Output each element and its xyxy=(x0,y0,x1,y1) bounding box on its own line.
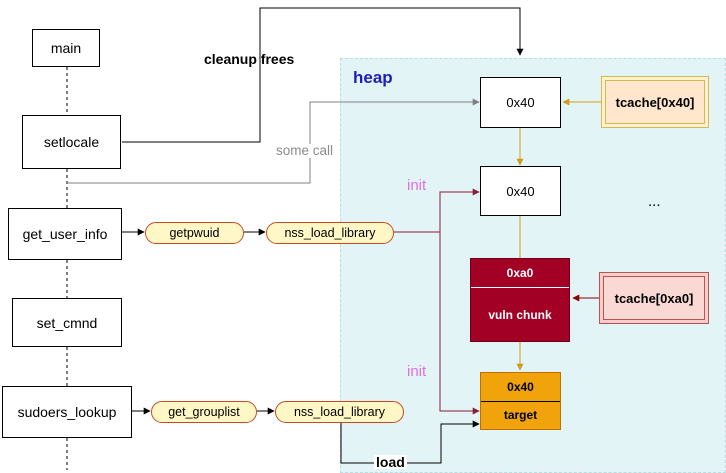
tcache-0x40-label: tcache[0x40] xyxy=(615,94,695,110)
init-edge-to-chunk-b xyxy=(394,188,480,233)
vuln-chunk-size: 0xa0 xyxy=(471,259,569,288)
target-chunk-size: 0x40 xyxy=(481,373,560,402)
heap-chunk-b-size: 0x40 xyxy=(506,183,535,199)
sudoers-lookup-function-box: sudoers_lookup xyxy=(2,386,132,438)
nss-load-library-call-2: nss_load_library xyxy=(275,401,404,423)
nss-load-library-call-1: nss_load_library xyxy=(266,222,394,244)
vuln-chunk: 0xa0 vuln chunk xyxy=(470,258,570,342)
more-tcache-ellipsis: ... xyxy=(648,193,661,210)
tcache-0x40-bin: tcache[0x40] xyxy=(601,76,709,128)
load-edge xyxy=(340,420,480,464)
getpwuid-label: getpwuid xyxy=(169,226,220,240)
setlocale-function-box: setlocale xyxy=(22,115,121,169)
heap-chunk-a-size: 0x40 xyxy=(506,95,535,110)
getpwuid-call: getpwuid xyxy=(145,222,244,244)
target-chunk-name: target xyxy=(503,408,538,423)
cleanup-frees-label: cleanup frees xyxy=(204,51,295,67)
get-grouplist-call: get_grouplist xyxy=(151,401,257,423)
set-cmnd-function-box: set_cmnd xyxy=(12,298,122,347)
vuln-chunk-name: vuln chunk xyxy=(488,307,552,322)
tcache-0xa0-label: tcache[0xa0] xyxy=(614,290,694,306)
target-chunk: 0x40 target xyxy=(480,372,561,430)
nss-load-library-label-1: nss_load_library xyxy=(284,226,376,240)
nss-load-library-label-2: nss_load_library xyxy=(293,405,386,419)
sudoers-lookup-function-label: sudoers_lookup xyxy=(17,404,117,420)
get-grouplist-label: get_grouplist xyxy=(168,405,240,419)
tcache-0xa0-bin: tcache[0xa0] xyxy=(599,272,709,324)
set-cmnd-function-label: set_cmnd xyxy=(36,314,98,331)
cleanup-frees-edge xyxy=(122,7,524,143)
get-user-info-function-label: get_user_info xyxy=(22,226,108,242)
init-label-1: init xyxy=(407,177,427,194)
main-function-label: main xyxy=(50,40,82,56)
init-label-2: init xyxy=(407,363,427,380)
get-user-info-function-box: get_user_info xyxy=(8,208,122,260)
some-call-edge xyxy=(67,98,480,184)
some-call-label: some call xyxy=(274,143,336,158)
load-label: load xyxy=(374,454,407,470)
setlocale-function-label: setlocale xyxy=(43,134,100,150)
heap-chunk-a: 0x40 xyxy=(480,77,561,128)
heap-title: heap xyxy=(353,68,393,87)
init-edge-to-target xyxy=(439,232,480,415)
main-function-box: main xyxy=(32,29,100,67)
heap-chunk-b: 0x40 xyxy=(480,166,561,216)
